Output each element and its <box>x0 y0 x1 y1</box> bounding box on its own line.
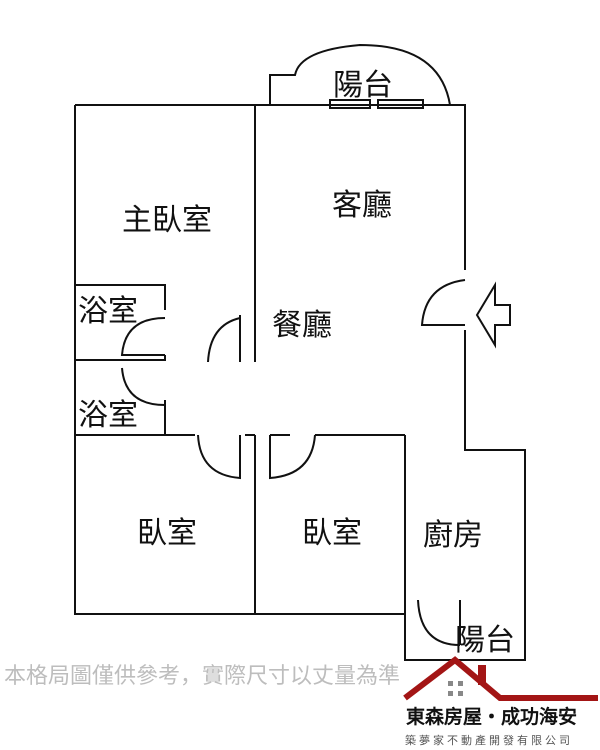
outer-walls <box>74 104 526 661</box>
room-dining: 餐廳 <box>272 308 332 343</box>
disclaimer: 本格局圖僅供參考，實際尺寸以丈量為準 <box>4 664 401 689</box>
room-master-bedroom: 主臥室 <box>122 203 212 238</box>
logo-icon <box>403 656 598 701</box>
company-name: 築夢家不動產開發有限公司 <box>405 734 573 747</box>
door-swings <box>120 279 466 646</box>
room-balcony-top: 陽台 <box>333 68 393 103</box>
room-kitchen: 廚房 <box>423 518 483 553</box>
window <box>377 99 424 109</box>
balcony-top <box>269 43 451 106</box>
interior-walls <box>75 105 406 614</box>
room-bath-1: 浴室 <box>78 294 138 329</box>
entrance-arrow-icon <box>475 281 511 349</box>
room-bedroom-1: 臥室 <box>137 516 197 551</box>
room-balcony-bottom: 陽台 <box>455 623 515 658</box>
room-bath-2: 浴室 <box>78 398 138 433</box>
room-bedroom-2: 臥室 <box>302 516 362 551</box>
room-living: 客廳 <box>332 188 392 223</box>
window <box>329 99 371 109</box>
brand-name: 東森房屋・成功海安 <box>406 705 578 729</box>
